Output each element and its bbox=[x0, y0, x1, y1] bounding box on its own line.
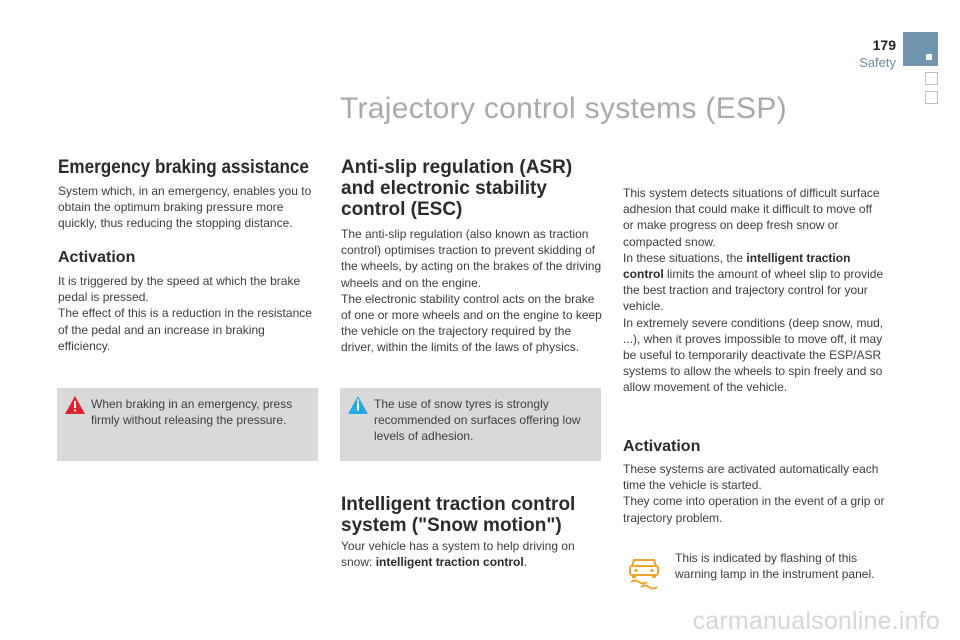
section-heading-asr-esc: Anti-slip regulation (ASR) and electroni… bbox=[341, 157, 573, 220]
section-tab[interactable] bbox=[925, 91, 938, 104]
activation-text-2: These systems are activated automaticall… bbox=[623, 462, 885, 525]
esp-warning-lamp-icon bbox=[627, 557, 661, 596]
activation-heading-1: Activation bbox=[58, 249, 136, 266]
section-heading-emergency-braking: Emergency braking assistance bbox=[58, 157, 309, 178]
section-heading-snow-motion: Intelligent traction control system ("Sn… bbox=[341, 494, 576, 536]
activation-heading-2: Activation bbox=[623, 438, 701, 455]
info-notice: The use of snow tyres is strongly recomm… bbox=[340, 388, 601, 461]
section-tab-active[interactable] bbox=[903, 32, 938, 66]
page-title: Trajectory control systems (ESP) bbox=[340, 92, 787, 125]
info-icon bbox=[348, 396, 368, 419]
emergency-braking-intro: System which, in an emergency, enables y… bbox=[58, 184, 312, 231]
section-tab[interactable] bbox=[925, 72, 938, 85]
info-text: The use of snow tyres is strongly recomm… bbox=[374, 397, 581, 444]
snow-motion-details: This system detects situations of diffic… bbox=[623, 186, 884, 395]
warning-icon bbox=[65, 396, 85, 419]
page-number: 179 bbox=[872, 37, 896, 53]
snow-motion-text: Your vehicle has a system to help drivin… bbox=[341, 539, 575, 570]
tab-marker bbox=[926, 54, 932, 60]
watermark: carmanualsonline.info bbox=[692, 607, 940, 635]
asr-esc-text: The anti-slip regulation (also known as … bbox=[341, 227, 602, 355]
section-label: Safety bbox=[859, 55, 896, 70]
activation-text-1: It is triggered by the speed at which th… bbox=[58, 274, 312, 353]
warning-text: When braking in an emergency, press firm… bbox=[91, 397, 293, 428]
warning-notice: When braking in an emergency, press firm… bbox=[57, 388, 318, 461]
warning-lamp-text: This is indicated by flashing of this wa… bbox=[675, 551, 875, 582]
